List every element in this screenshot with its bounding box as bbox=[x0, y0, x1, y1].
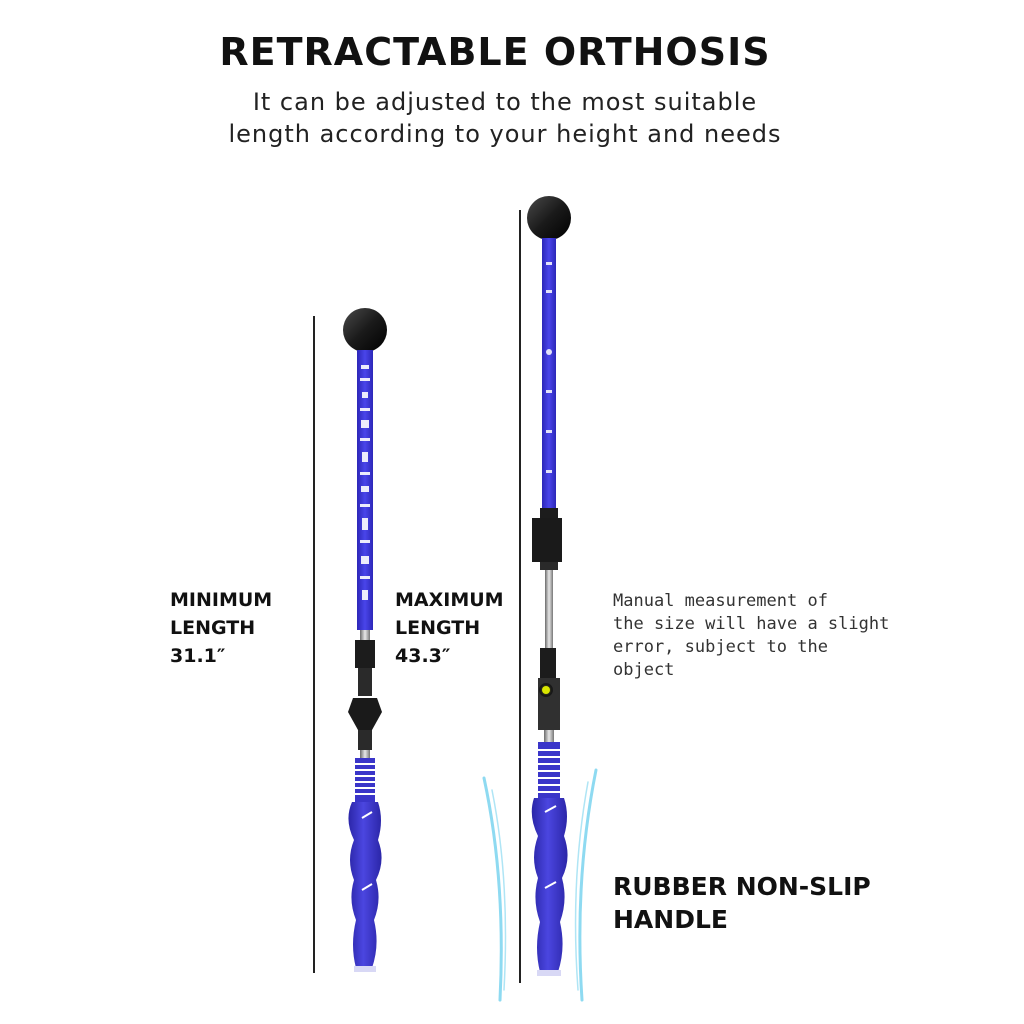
handle-feature-line-2: HANDLE bbox=[613, 905, 728, 934]
maximum-length-value: 43.3″ bbox=[395, 645, 451, 667]
measurement-note-line-4: object bbox=[613, 660, 675, 680]
subtitle-line-1: It can be adjusted to the most suitable bbox=[252, 88, 758, 116]
grip-accent-lower bbox=[361, 883, 373, 891]
minimum-length-line-2: LENGTH bbox=[170, 617, 256, 639]
lower-connector-block bbox=[538, 678, 560, 730]
shaft-printed-text-marks bbox=[360, 365, 370, 600]
shaft-printed-text-marks bbox=[546, 262, 552, 473]
handle-highlight-arcs bbox=[482, 768, 598, 1002]
right-arc-inner bbox=[574, 781, 589, 991]
handle-feature-title: RUBBER NON-SLIP HANDLE bbox=[613, 870, 871, 936]
connector-sleeve bbox=[355, 640, 375, 668]
grip-end-cap bbox=[354, 966, 376, 972]
collar-stripes bbox=[538, 749, 560, 793]
trainer-maximum-length bbox=[527, 196, 571, 976]
upper-connector-neck bbox=[540, 562, 558, 570]
connector-sleeve-neck bbox=[358, 668, 372, 696]
ball-head-icon bbox=[343, 308, 387, 352]
measurement-note-line-1: Manual measurement of bbox=[613, 591, 828, 611]
left-arc bbox=[482, 776, 503, 1002]
adjustment-knob-icon bbox=[348, 698, 382, 730]
lower-connector-sleeve bbox=[540, 648, 556, 678]
shaft-joint bbox=[540, 508, 558, 518]
upper-connector-block bbox=[532, 518, 562, 562]
grip-accent bbox=[361, 811, 373, 819]
collar-stripes bbox=[355, 763, 375, 795]
extended-steel-section bbox=[545, 570, 553, 648]
steel-section-lower bbox=[544, 730, 554, 742]
grip-accent-lower bbox=[544, 881, 557, 889]
minimum-length-line-1: MINIMUM bbox=[170, 589, 273, 611]
maximum-length-label: MAXIMUM LENGTH 43.3″ bbox=[395, 586, 504, 670]
rubber-grip bbox=[348, 802, 382, 968]
subtitle-line-2: length according to your height and need… bbox=[228, 120, 782, 148]
page-subtitle: It can be adjusted to the most suitable … bbox=[0, 86, 1010, 150]
blue-shaft bbox=[542, 238, 556, 508]
lock-button-dot bbox=[542, 686, 550, 694]
maximum-length-line-1: MAXIMUM bbox=[395, 589, 504, 611]
minimum-length-measure-line bbox=[313, 316, 315, 973]
lower-sleeve bbox=[358, 730, 372, 750]
minimum-length-value: 31.1″ bbox=[170, 645, 226, 667]
maximum-length-line-2: LENGTH bbox=[395, 617, 481, 639]
right-arc bbox=[578, 768, 598, 1002]
steel-section bbox=[360, 630, 370, 640]
handle-feature-line-1: RUBBER NON-SLIP bbox=[613, 872, 871, 901]
measurement-note: Manual measurement of the size will have… bbox=[613, 590, 913, 682]
page-title: RETRACTABLE ORTHOSIS bbox=[219, 30, 771, 74]
measurement-note-line-3: error, subject to the bbox=[613, 637, 828, 657]
left-arc-inner bbox=[491, 789, 507, 991]
maximum-length-measure-line bbox=[519, 210, 521, 983]
grip-end-cap bbox=[537, 970, 561, 976]
grip-accent bbox=[544, 805, 557, 813]
ball-head-icon bbox=[527, 196, 571, 240]
trainer-minimum-length bbox=[343, 308, 387, 972]
measurement-note-line-2: the size will have a slight bbox=[613, 614, 890, 634]
steel-section-lower bbox=[360, 750, 370, 758]
minimum-length-label: MINIMUM LENGTH 31.1″ bbox=[170, 586, 272, 670]
